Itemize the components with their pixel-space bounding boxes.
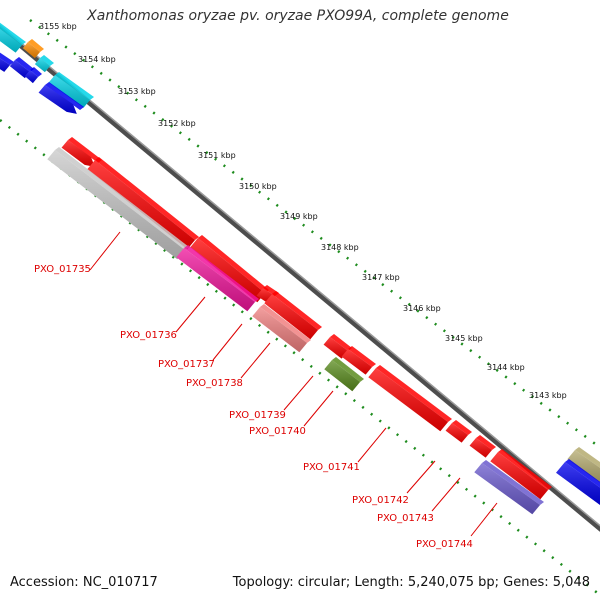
tick-label: 3155 kbp <box>39 22 77 31</box>
gene-leader-line <box>431 477 461 512</box>
gene-labels: PXO_01735PXO_01736PXO_01737PXO_01738PXO_… <box>34 231 498 550</box>
feature-cyan-3 <box>48 72 94 108</box>
genes-value: 5,048 <box>552 575 590 590</box>
feature-grey-a <box>47 147 189 260</box>
length-value: 5,240,075 bp <box>407 575 495 590</box>
feature-orange-1 <box>22 39 44 59</box>
tick-label: 3143 kbp <box>529 391 567 400</box>
gene-label: PXO_01736 <box>120 330 177 341</box>
tick-label: 3148 kbp <box>321 243 359 252</box>
tick-label: 3145 kbp <box>445 334 483 343</box>
tick-label: 3147 kbp <box>362 273 400 282</box>
scale-ticks: 3155 kbp 3154 kbp 3153 kbp 3152 kbp 3151 kbp… <box>39 22 567 400</box>
gene-label: PXO_01738 <box>186 378 243 389</box>
map-title-text: Xanthomonas oryzae pv. oryzae PXO99A, co… <box>87 8 509 24</box>
feature-red-f <box>323 334 352 359</box>
feature-red-j <box>469 435 496 458</box>
gene-label: PXO_01739 <box>229 410 286 421</box>
feature-blue-5 <box>556 459 600 505</box>
feature-red-k <box>490 449 552 500</box>
feature-salmon-a <box>252 304 311 353</box>
gene-label: PXO_01741 <box>303 462 360 473</box>
feature-purple-a <box>474 460 544 515</box>
backbone-highlight <box>0 24 600 527</box>
tick-label: 3153 kbp <box>118 87 156 96</box>
feature-blue-3 <box>24 67 42 84</box>
tick-label: 3150 kbp <box>239 182 277 191</box>
gene-label: PXO_01735 <box>34 264 91 275</box>
length-sep: ; <box>494 575 500 590</box>
tick-label: 3144 kbp <box>487 363 525 372</box>
gene-leader-line <box>470 502 498 537</box>
gene-label: PXO_01737 <box>158 359 215 370</box>
topology-label: Topology: <box>232 575 294 590</box>
tick-label: 3152 kbp <box>158 119 196 128</box>
feature-blue-1 <box>0 52 14 72</box>
tick-label: 3154 kbp <box>78 55 116 64</box>
feature-blue-2 <box>9 57 34 79</box>
gene-leader-line <box>406 460 436 494</box>
gene-leader-line <box>212 323 243 361</box>
feature-khaki-a <box>567 447 600 483</box>
tick-label: 3149 kbp <box>280 212 318 221</box>
feature-pink-a <box>176 245 259 312</box>
topology-value: circular <box>297 575 346 590</box>
genes-label: Genes: <box>503 575 549 590</box>
accession-value: NC_010717 <box>82 575 158 590</box>
gene-leader-line <box>175 296 206 333</box>
feature-red-i <box>445 420 472 443</box>
map-title: Xanthomonas oryzae pv. oryzae PXO99A, co… <box>0 8 600 24</box>
feature-cyan-1 <box>0 22 26 53</box>
tick-label: 3151 kbp <box>198 151 236 160</box>
gene-label: PXO_01743 <box>377 513 434 524</box>
gene-label: PXO_01742 <box>352 495 409 506</box>
gene-leader-line <box>240 342 271 379</box>
tick-label: 3146 kbp <box>403 304 441 313</box>
feature-red-g <box>341 346 376 375</box>
backbone-line <box>0 25 600 532</box>
gene-label: PXO_01740 <box>249 426 306 437</box>
feature-blue-4 <box>38 82 84 114</box>
accession-info: Accession: NC_010717 <box>10 575 158 590</box>
length-label: Length: <box>354 575 404 590</box>
accession-label: Accession: <box>10 575 79 590</box>
gene-leader-line <box>283 375 314 411</box>
genome-backbone <box>0 24 600 532</box>
feature-red-e <box>264 291 322 340</box>
gene-label: PXO_01744 <box>416 539 473 550</box>
gene-leader-line <box>357 427 387 463</box>
topology-sep: ; <box>345 575 351 590</box>
feature-tracks <box>0 22 600 515</box>
feature-olive-a <box>324 357 364 392</box>
feature-red-c <box>190 235 269 303</box>
gene-leader-line <box>303 390 334 427</box>
feature-red-h <box>368 365 452 432</box>
feature-red-a <box>61 137 102 167</box>
gene-leader-line <box>89 231 121 271</box>
feature-red-b <box>87 157 199 250</box>
genome-summary: Topology: circular; Length: 5,240,075 bp… <box>233 575 590 590</box>
feature-cyan-2 <box>34 55 54 73</box>
